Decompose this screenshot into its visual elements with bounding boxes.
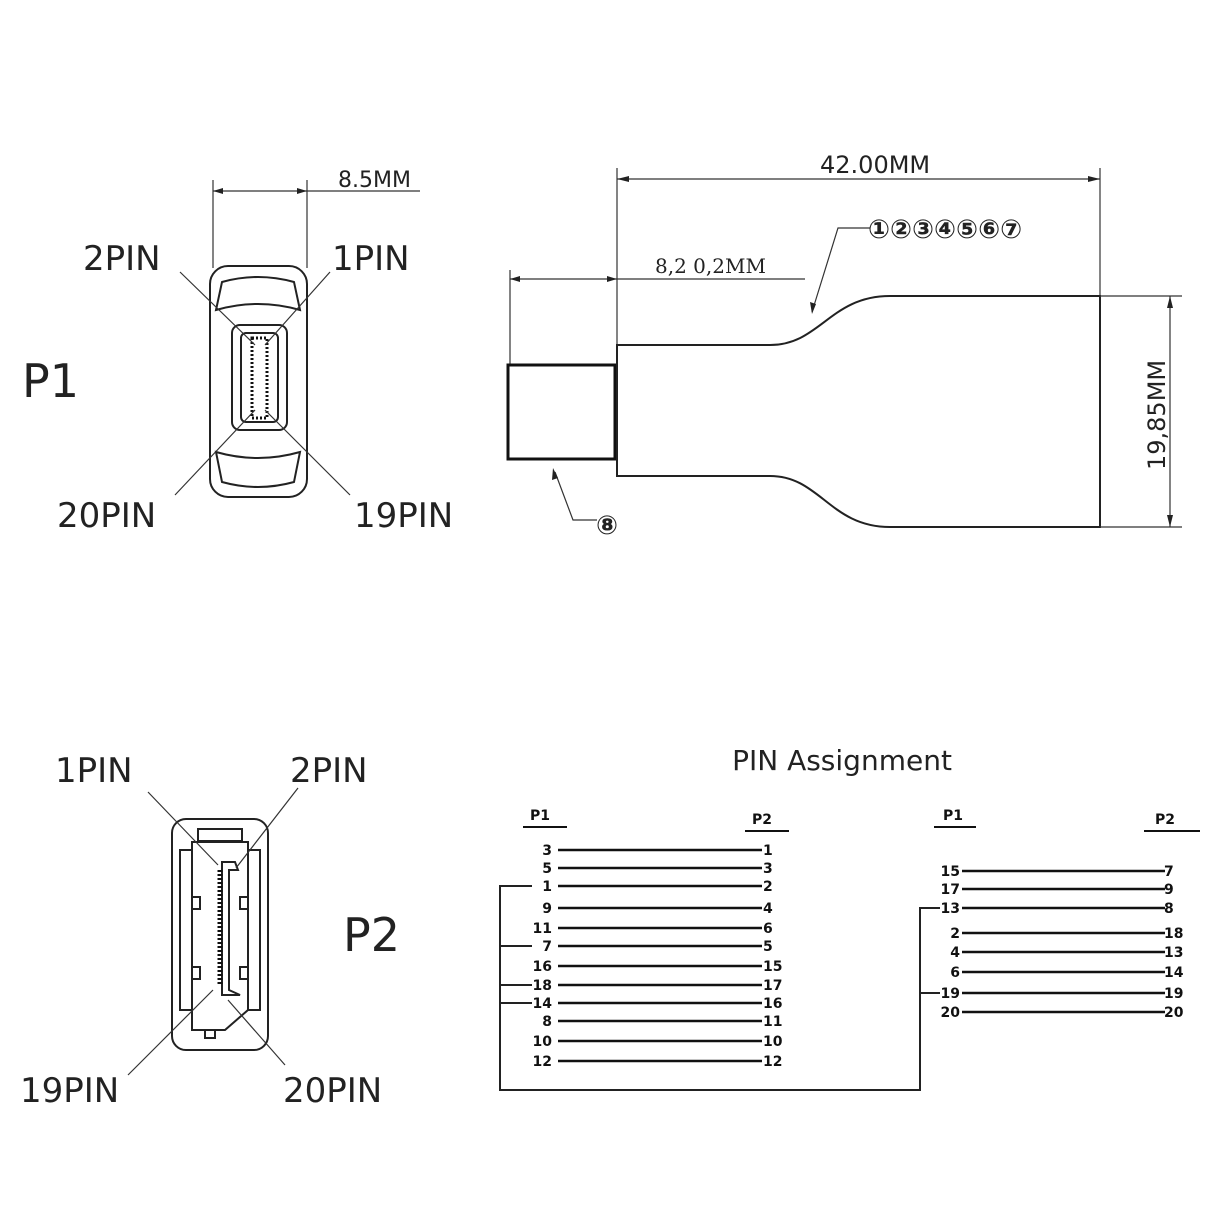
- body-outline: [616, 295, 1101, 528]
- pin-p2: 19: [1164, 986, 1183, 1002]
- pin-p2: 10: [763, 1034, 783, 1050]
- pin-p2: 12: [763, 1054, 782, 1070]
- height-dimension: 19,85MM: [1143, 360, 1171, 470]
- p1-housing: [209, 265, 308, 498]
- p2-title: P2: [343, 908, 400, 962]
- pin-p1: 17: [941, 882, 960, 898]
- p1-front-view: P1 8.5MM 2PIN 1PIN 20PIN 19PIN: [22, 168, 453, 536]
- pin-p2: 20: [1164, 1005, 1184, 1021]
- side-view: 42.00MM 8,2 0,2MM ①②③④⑤⑥⑦ 19,85MM ⑧: [506, 151, 1182, 541]
- pin-p1: 16: [533, 959, 552, 975]
- pin-p2: 8: [1164, 901, 1174, 917]
- pin-row: 14 16: [533, 996, 783, 1012]
- pin-p1: 19: [941, 986, 960, 1002]
- p1-title: P1: [22, 354, 79, 408]
- pin-row: 12 12: [533, 1054, 783, 1070]
- pin-p2: 15: [763, 959, 782, 975]
- pin-p1: 3: [542, 843, 552, 859]
- pin-p1: 9: [542, 901, 552, 917]
- pin-row: 13 8: [941, 901, 1174, 917]
- pin-p2: 3: [763, 861, 773, 877]
- plug-dimension: 8,2 0,2MM: [655, 254, 766, 278]
- pin-row: 4 13: [950, 945, 1183, 961]
- p1-label-19pin: 19PIN: [354, 496, 453, 536]
- pin-p1: 18: [533, 978, 552, 994]
- pin-row: 8 11: [542, 1014, 782, 1030]
- pin-p1: 11: [533, 921, 552, 937]
- pin-p1: 15: [941, 864, 960, 880]
- pin-p2: 7: [1164, 864, 1174, 880]
- pin-p1: 20: [941, 1005, 961, 1021]
- pin-p2: 9: [1164, 882, 1174, 898]
- plug-callout: ⑧: [596, 511, 618, 541]
- pin-row: 17 9: [941, 882, 1174, 898]
- right-header-p1: P1: [943, 808, 963, 824]
- plug-outline: [506, 363, 617, 461]
- pin-p2: 13: [1164, 945, 1183, 961]
- pin-p1: 13: [941, 901, 960, 917]
- pin-p1: 10: [533, 1034, 553, 1050]
- jumper-wires: [499, 885, 940, 1091]
- pin-p1: 8: [542, 1014, 552, 1030]
- pin-p2: 5: [763, 939, 773, 955]
- p1-label-20pin: 20PIN: [57, 496, 156, 536]
- p2-front-view: 1PIN 2PIN 19PIN 20PIN P2: [20, 751, 400, 1111]
- pin-row: 10 10: [533, 1034, 783, 1050]
- pin-row: 11 6: [533, 921, 773, 937]
- pin-p2: 14: [1164, 965, 1184, 981]
- pin-p1: 12: [533, 1054, 552, 1070]
- width-dimension: 8.5MM: [338, 168, 411, 193]
- p2-label-1pin: 1PIN: [55, 751, 133, 791]
- pin-row: 6 14: [950, 965, 1183, 981]
- right-header-p2: P2: [1155, 812, 1175, 828]
- pin-p1: 4: [950, 945, 960, 961]
- pin-p1: 5: [542, 861, 552, 877]
- left-header-p2: P2: [752, 812, 772, 828]
- pin-p2: 16: [763, 996, 782, 1012]
- pin-assignment-title: PIN Assignment: [732, 744, 952, 777]
- pin-row: 2 18: [950, 926, 1183, 942]
- pin-row: 15 7: [941, 864, 1174, 880]
- left-header-p1: P1: [530, 808, 550, 824]
- pin-p2: 11: [763, 1014, 782, 1030]
- pin-p2: 18: [1164, 926, 1183, 942]
- pin-p2: 1: [763, 843, 773, 859]
- pin-p1: 2: [950, 926, 960, 942]
- pin-p1: 6: [950, 965, 960, 981]
- pin-p1: 7: [542, 939, 552, 955]
- pin-p1: 14: [533, 996, 553, 1012]
- p2-label-2pin: 2PIN: [290, 751, 368, 791]
- part-callouts: ①②③④⑤⑥⑦: [868, 215, 1022, 245]
- p1-label-1pin: 1PIN: [332, 239, 410, 279]
- p2-label-19pin: 19PIN: [20, 1071, 119, 1111]
- pin-p2: 2: [763, 879, 773, 895]
- pin-p2: 4: [763, 901, 773, 917]
- pin-p1: 1: [542, 879, 552, 895]
- pin-p2: 6: [763, 921, 773, 937]
- pin-p2: 17: [763, 978, 782, 994]
- p1-label-2pin: 2PIN: [83, 239, 161, 279]
- p2-housing: [171, 818, 269, 1051]
- length-dimension: 42.00MM: [820, 151, 930, 179]
- p2-label-20pin: 20PIN: [283, 1071, 382, 1111]
